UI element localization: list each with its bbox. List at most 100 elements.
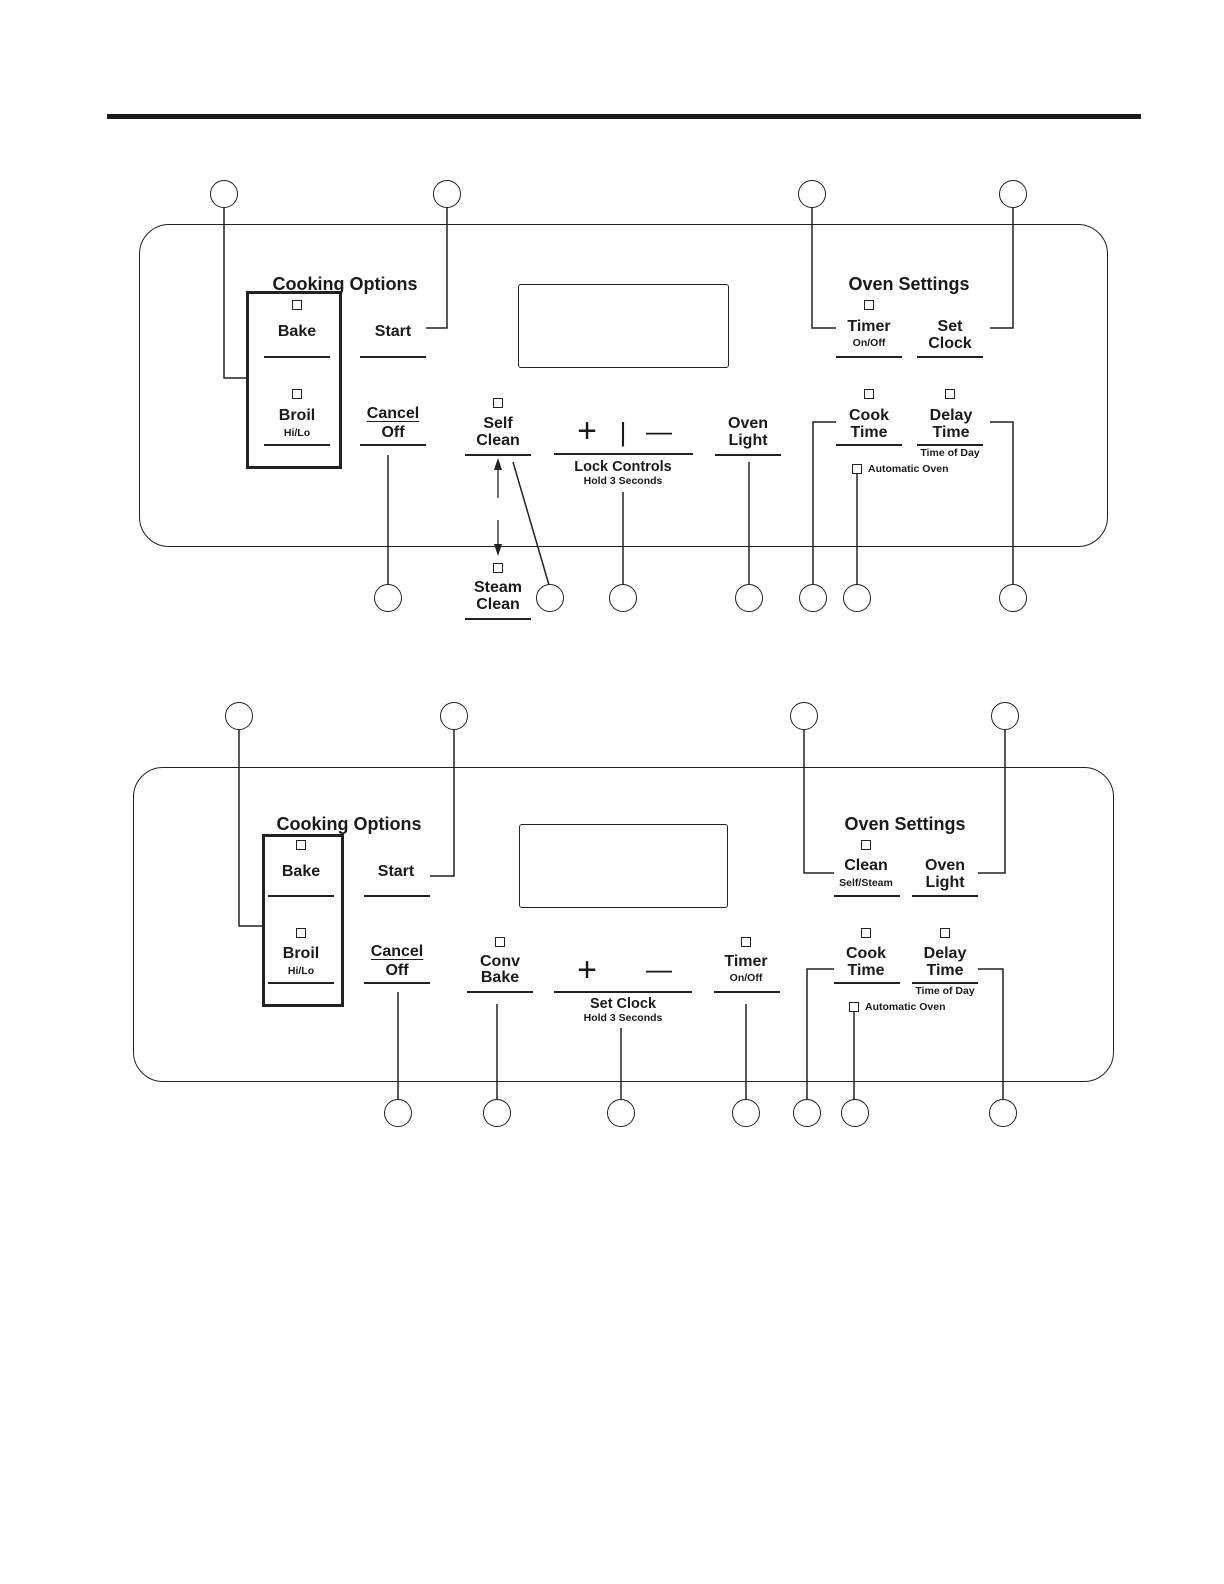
leader-timer bbox=[811, 206, 836, 329]
time-of-day-label: Time of Day bbox=[920, 447, 980, 459]
cook-time-label: Time bbox=[847, 962, 885, 979]
oven-light-underline bbox=[715, 454, 781, 456]
broil-underline bbox=[264, 444, 330, 446]
delay-time-button[interactable]: Delay bbox=[923, 945, 967, 962]
broil-indicator bbox=[296, 928, 306, 938]
bake-underline bbox=[268, 895, 334, 897]
oven-light-label: Light bbox=[728, 432, 768, 449]
timer-button[interactable]: Timer bbox=[847, 318, 891, 335]
self-clean-button[interactable]: Self bbox=[483, 415, 513, 432]
callout-circle bbox=[793, 1099, 821, 1127]
delay-time-button[interactable]: Delay bbox=[929, 407, 973, 424]
callout-circle bbox=[843, 584, 871, 612]
broil-sub-label: Hi/Lo bbox=[283, 427, 311, 439]
leader-delay-time bbox=[990, 421, 1014, 585]
timer-indicator bbox=[864, 300, 874, 310]
set-clock-underline bbox=[917, 356, 983, 358]
timer-button[interactable]: Timer bbox=[724, 953, 768, 970]
callout-circle bbox=[999, 180, 1027, 208]
callout-circle bbox=[536, 584, 564, 612]
start-underline bbox=[360, 356, 426, 358]
cook-time-button[interactable]: Cook bbox=[849, 407, 889, 424]
oven-light-label: Light bbox=[925, 874, 965, 891]
automatic-oven-label: Automatic Oven bbox=[865, 1001, 946, 1013]
leader-cook-time bbox=[806, 968, 834, 1100]
timer-underline bbox=[836, 356, 902, 358]
cook-time-indicator bbox=[861, 928, 871, 938]
leader-start bbox=[426, 206, 448, 329]
cancel-label[interactable]: Cancel bbox=[370, 943, 424, 960]
hold-3-seconds-label: Hold 3 Seconds bbox=[583, 475, 663, 487]
leader-start bbox=[430, 729, 455, 877]
bake-broil-highlight-2 bbox=[262, 834, 344, 1007]
delay-time-label: Time bbox=[926, 962, 964, 979]
timer-sub-label: On/Off bbox=[852, 337, 886, 349]
start-button[interactable]: Start bbox=[374, 323, 412, 340]
steam-clean-button[interactable]: Steam bbox=[473, 579, 523, 596]
arrow-head-up bbox=[494, 458, 502, 470]
cancel-label[interactable]: Cancel bbox=[366, 405, 420, 422]
delay-time-underline bbox=[912, 982, 978, 984]
oven-light-button[interactable]: Oven bbox=[727, 415, 769, 432]
leader-cook-time bbox=[812, 421, 836, 585]
callout-circle bbox=[440, 702, 468, 730]
steam-clean-indicator bbox=[493, 563, 503, 573]
cook-time-label: Time bbox=[850, 424, 888, 441]
callout-circle bbox=[735, 584, 763, 612]
cook-time-underline bbox=[836, 444, 902, 446]
broil-indicator bbox=[292, 389, 302, 399]
callout-circle bbox=[799, 584, 827, 612]
leader-cooking bbox=[238, 729, 263, 927]
callout-circle bbox=[384, 1099, 412, 1127]
hold-3-seconds-label: Hold 3 Seconds bbox=[583, 1012, 663, 1024]
callout-circle bbox=[607, 1099, 635, 1127]
callout-circle bbox=[225, 702, 253, 730]
callout-circle bbox=[991, 702, 1019, 730]
leader-set-clock bbox=[990, 206, 1014, 329]
cooking-options-heading: Cooking Options bbox=[272, 274, 418, 294]
callout-circle bbox=[210, 180, 238, 208]
delay-time-indicator bbox=[940, 928, 950, 938]
callout-circle bbox=[790, 702, 818, 730]
timer-indicator bbox=[741, 937, 751, 947]
callout-circle bbox=[989, 1099, 1017, 1127]
control-panel-2 bbox=[133, 767, 1114, 1082]
clean-underline bbox=[834, 895, 900, 897]
set-clock-button[interactable]: Set bbox=[937, 318, 963, 335]
off-label[interactable]: Off bbox=[381, 424, 405, 441]
cooking-options-heading: Cooking Options bbox=[276, 814, 422, 834]
cook-time-underline bbox=[834, 982, 900, 984]
start-button[interactable]: Start bbox=[377, 863, 415, 880]
cook-time-indicator bbox=[864, 389, 874, 399]
clean-button[interactable]: Clean bbox=[844, 857, 888, 874]
oven-settings-heading: Oven Settings bbox=[844, 814, 966, 834]
timer-underline bbox=[714, 991, 780, 993]
timer-sub-label: On/Off bbox=[729, 972, 763, 984]
plus-button[interactable]: + bbox=[577, 412, 597, 450]
lock-controls-label: Lock Controls bbox=[574, 459, 672, 475]
cook-time-button[interactable]: Cook bbox=[846, 945, 886, 962]
cancel-off-underline bbox=[360, 444, 426, 446]
bake-button[interactable]: Bake bbox=[281, 863, 321, 880]
self-clean-label: Clean bbox=[476, 432, 520, 449]
bake-button[interactable]: Bake bbox=[277, 323, 317, 340]
oven-light-button[interactable]: Oven bbox=[924, 857, 966, 874]
broil-button[interactable]: Broil bbox=[282, 945, 320, 962]
steam-clean-label: Clean bbox=[476, 596, 520, 613]
automatic-oven-indicator bbox=[849, 1002, 859, 1012]
minus-button[interactable]: — bbox=[646, 954, 672, 984]
broil-button[interactable]: Broil bbox=[278, 407, 316, 424]
callout-circle bbox=[483, 1099, 511, 1127]
off-label[interactable]: Off bbox=[385, 962, 409, 979]
steam-clean-underline bbox=[465, 618, 531, 620]
leader-cooking bbox=[223, 206, 247, 379]
plus-button[interactable]: + bbox=[577, 951, 597, 989]
automatic-oven-label: Automatic Oven bbox=[868, 463, 949, 475]
display-window-2 bbox=[519, 824, 728, 908]
bake-underline bbox=[264, 356, 330, 358]
conv-bake-button[interactable]: Conv bbox=[480, 953, 520, 970]
minus-button[interactable]: — bbox=[646, 416, 672, 446]
callout-circle bbox=[374, 584, 402, 612]
oven-settings-heading: Oven Settings bbox=[848, 274, 970, 294]
